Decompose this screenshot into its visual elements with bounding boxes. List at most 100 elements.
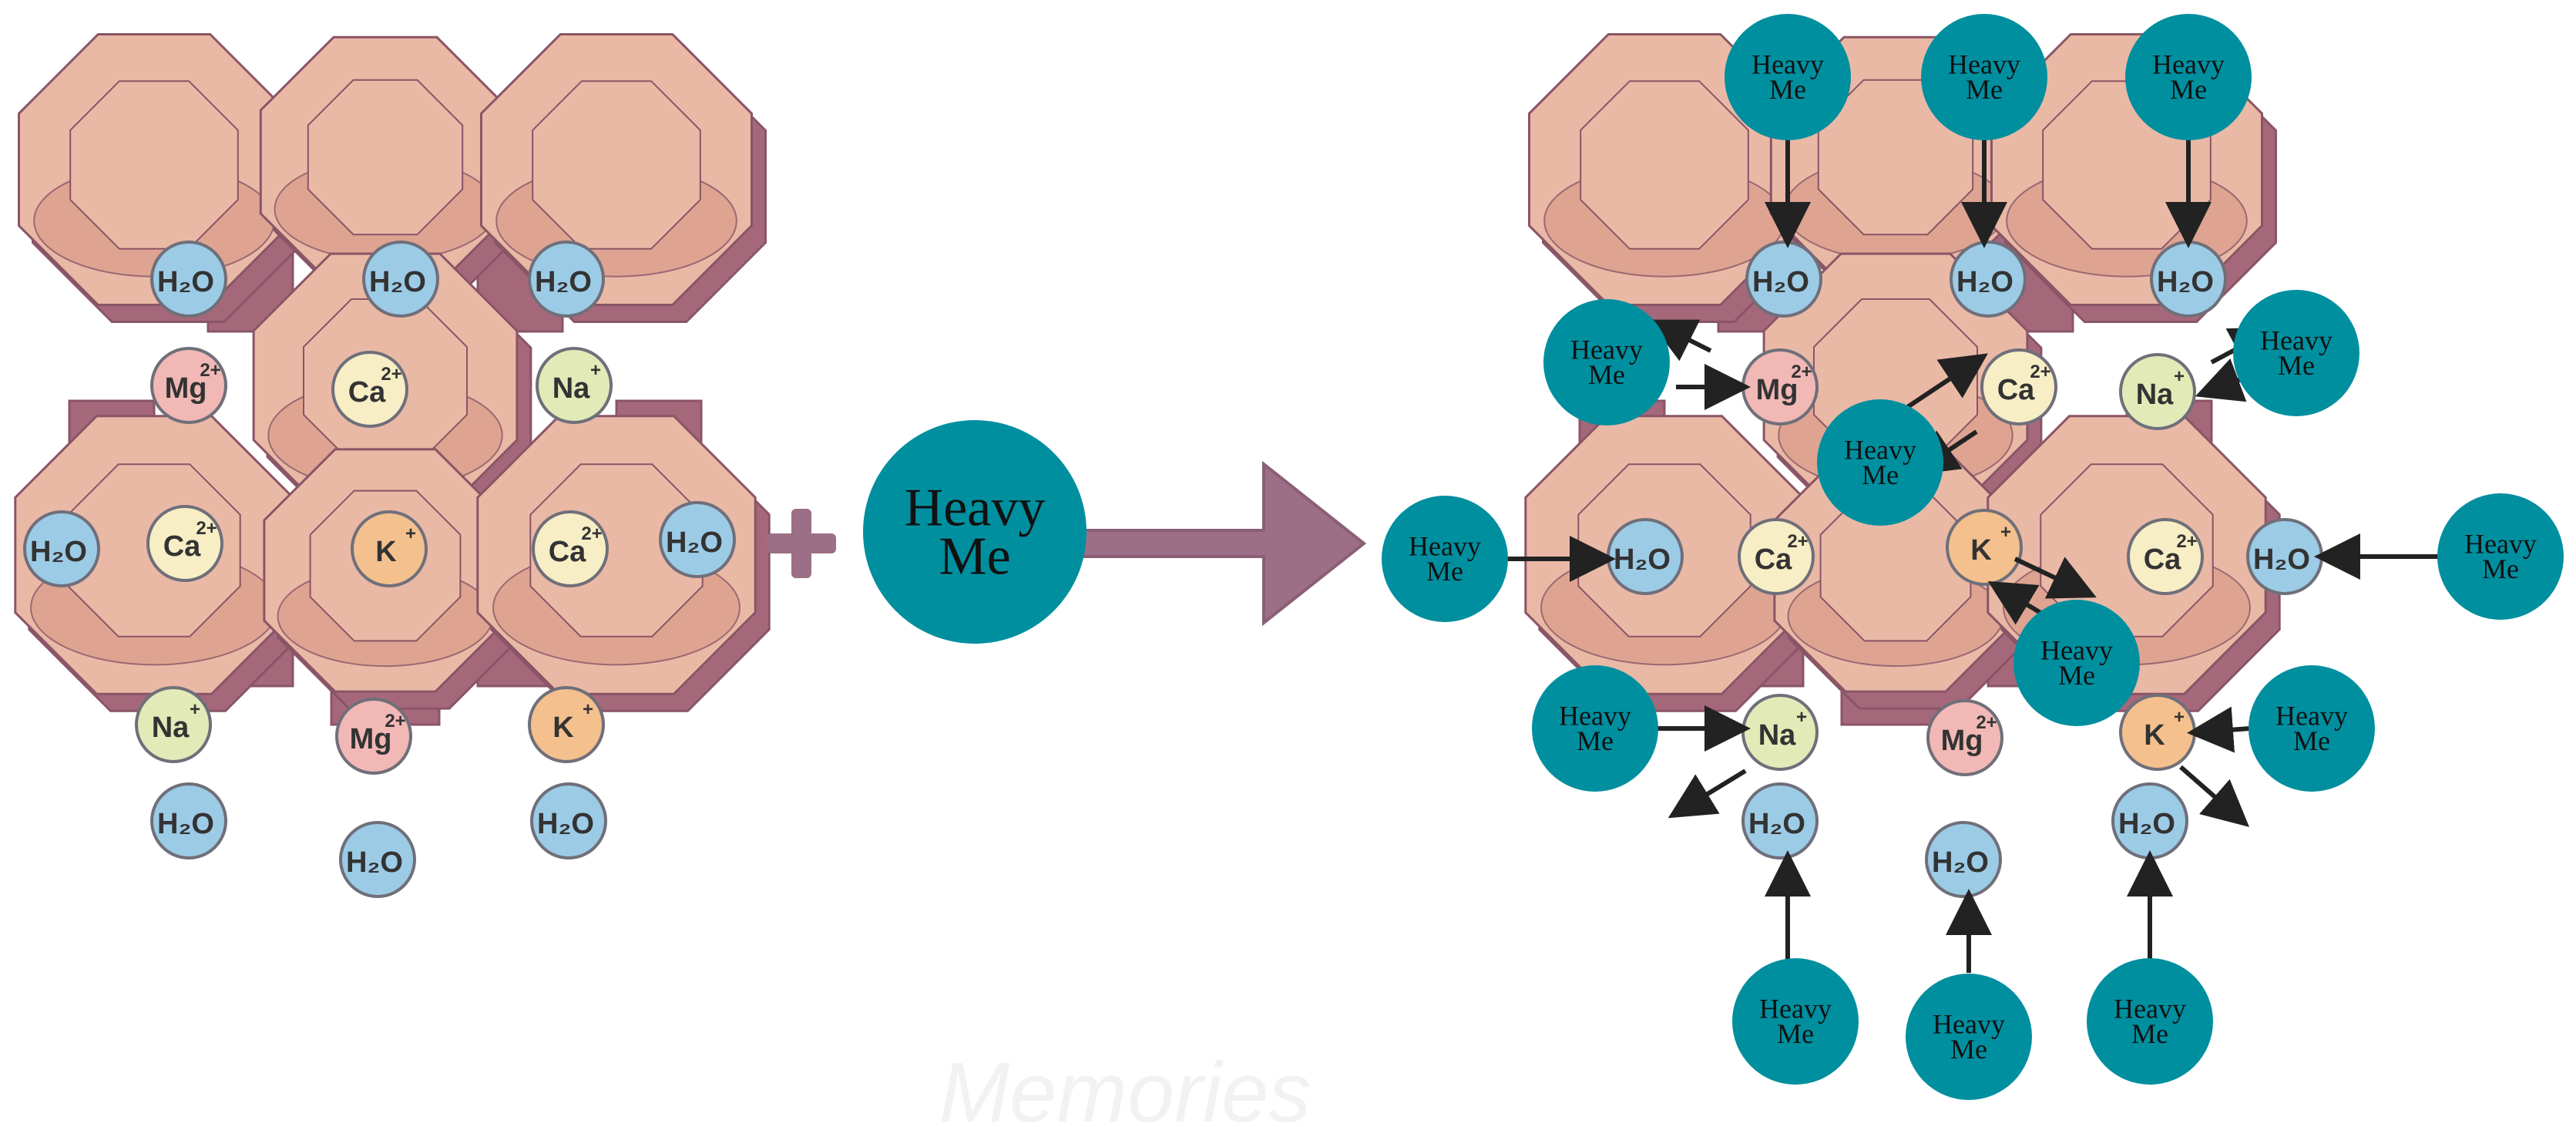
- ion-label: Ca: [1755, 543, 1792, 576]
- ion-sodium: Na+: [1741, 694, 1819, 771]
- ion-label: Na: [1758, 719, 1796, 752]
- ion-magnesium: Mg2+: [335, 698, 412, 775]
- ion-charge: 2+: [1976, 712, 1997, 733]
- ion-sodium: Na+: [135, 686, 212, 763]
- ion-label: Mg: [350, 723, 392, 755]
- heavy-metal-label: Heavy: [1933, 1009, 2005, 1040]
- ion-label: Ca: [2144, 543, 2181, 576]
- exchange-arrow-icon: [2013, 557, 2097, 599]
- ion-magnesium: Mg2+: [150, 347, 227, 424]
- heavy-metal-label: Me: [2293, 725, 2330, 756]
- ion-label: H₂O: [1932, 846, 1989, 879]
- ion-calcium: Ca2+: [1738, 518, 1815, 595]
- ion-label: Ca: [348, 376, 386, 409]
- ion-label: H₂O: [346, 846, 403, 879]
- zeolite-cage-icon: [1524, 415, 1819, 712]
- watermark-text: Memories: [939, 1045, 1312, 1127]
- ion-calcium: Ca2+: [532, 510, 609, 587]
- ion-label: H₂O: [537, 808, 594, 840]
- ion-calcium: Ca2+: [1980, 348, 2057, 426]
- heavy-metal-label: Me: [1577, 725, 1614, 756]
- ion-potassium: K+: [351, 510, 428, 587]
- ion-label: H₂O: [2253, 543, 2310, 576]
- ion-water: H₂O: [1745, 241, 1822, 318]
- heavy-metal-label: Me: [1950, 1034, 1987, 1065]
- heavy-metal-label: Me: [1426, 556, 1463, 587]
- ion-charge: +: [1796, 707, 1807, 728]
- ion-label: Na: [2136, 378, 2174, 411]
- ion-potassium: K+: [528, 686, 605, 763]
- ion-charge: 2+: [2176, 531, 2197, 552]
- ion-water: H₂O: [1607, 518, 1684, 595]
- ion-water: H₂O: [1741, 782, 1819, 860]
- exchange-arrows: [1506, 139, 2439, 973]
- ion-label: H₂O: [1956, 266, 2013, 298]
- plus-sign: [767, 509, 836, 578]
- ion-charge: +: [2174, 707, 2185, 728]
- heavy-metal-label: Me: [2170, 74, 2207, 105]
- ion-label: Mg: [165, 372, 207, 405]
- heavy-metal-label: Me: [1862, 459, 1899, 490]
- ion-label: K: [1970, 534, 1992, 567]
- ion-water: H₂O: [659, 501, 736, 578]
- ion-calcium: Ca2+: [146, 505, 223, 582]
- ion-charge: 2+: [2030, 362, 2050, 382]
- ion-charge: 2+: [581, 523, 602, 544]
- ion-calcium: Ca2+: [331, 351, 408, 428]
- ion-water: H₂O: [362, 241, 439, 318]
- ion-label: H₂O: [2118, 808, 2175, 840]
- ion-label: K: [2144, 719, 2165, 752]
- ion-water: H₂O: [339, 821, 416, 898]
- ion-water: H₂O: [1950, 241, 2027, 318]
- ion-label: H₂O: [369, 266, 426, 298]
- heavy-metal-label: Heavy: [2114, 994, 2186, 1024]
- ion-magnesium: Mg2+: [1741, 348, 1819, 426]
- ion-label: H₂O: [535, 266, 592, 298]
- heavy-metals: HeavyMeHeavyMeHeavyMeHeavyMeHeavyMeHeavy…: [863, 14, 2564, 1100]
- ion-water: H₂O: [1925, 821, 2002, 898]
- heavy-metal-label: Me: [2058, 660, 2095, 691]
- ion-charge: +: [590, 360, 601, 381]
- ion-potassium: K+: [1946, 509, 2023, 586]
- ion-magnesium: Mg2+: [1926, 699, 2003, 776]
- ion-label: Mg: [1941, 725, 1983, 757]
- ion-label: H₂O: [666, 526, 723, 559]
- ion-charge: +: [405, 523, 416, 544]
- ion-charge: 2+: [381, 364, 401, 385]
- exchange-arrow-icon: [2187, 706, 2251, 753]
- heavy-metal-label: Me: [939, 527, 1010, 587]
- ion-label: H₂O: [1614, 543, 1671, 576]
- ion-label: H₂O: [1748, 808, 1805, 840]
- exchange-arrow-icon: [2179, 765, 2250, 827]
- heavy-metal-label: Heavy: [2260, 325, 2333, 356]
- ion-label: H₂O: [1752, 266, 1809, 298]
- ion-label: H₂O: [2157, 266, 2214, 298]
- ion-charge: +: [190, 699, 200, 720]
- ion-label: Na: [552, 372, 590, 405]
- ion-sodium: Na+: [536, 347, 613, 424]
- ion-water: H₂O: [528, 241, 605, 318]
- ion-charge: +: [2174, 366, 2185, 387]
- heavy-metal-label: Heavy: [1751, 49, 1824, 80]
- ion-charge: 2+: [385, 711, 405, 732]
- heavy-metal-label: Me: [1966, 74, 2003, 105]
- ion-water: H₂O: [23, 510, 100, 587]
- heavy-metal-label: Me: [2482, 553, 2519, 584]
